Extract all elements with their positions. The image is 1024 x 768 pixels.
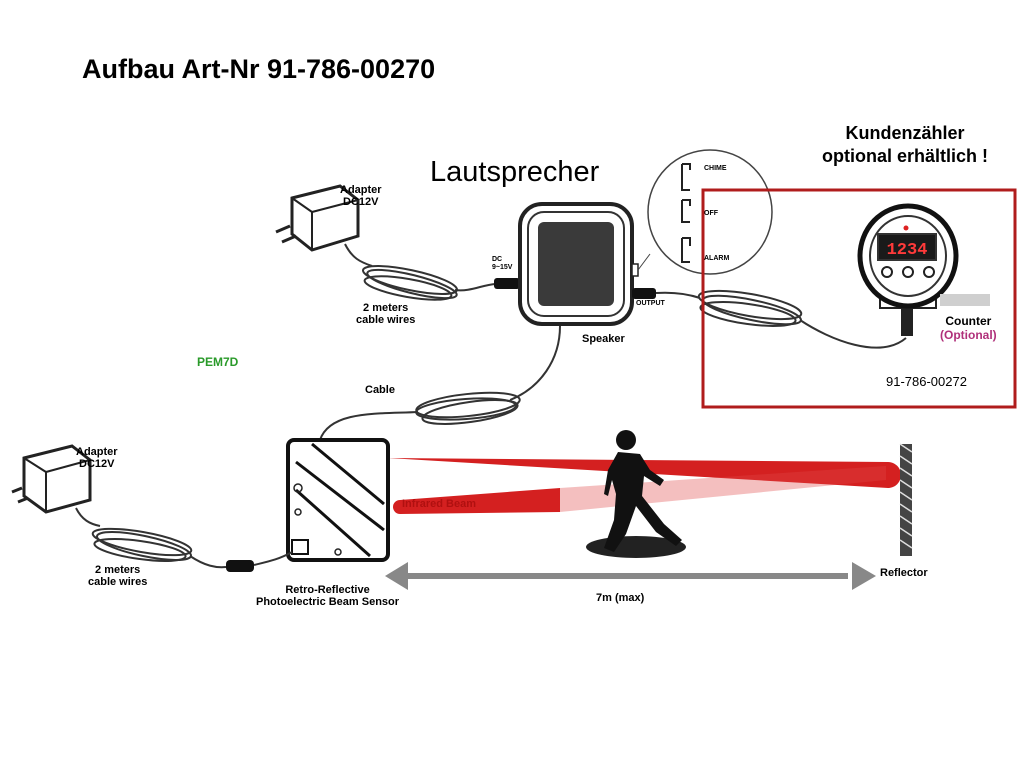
adapter-bottom-icon bbox=[11, 444, 92, 514]
switch-mode-alarm: ALARM bbox=[704, 255, 730, 262]
adapter-top-cable-label-2: cable wires bbox=[356, 314, 416, 326]
adapter-top-cable bbox=[344, 243, 496, 301]
adapter-bottom-cable bbox=[75, 507, 227, 569]
output-plug bbox=[632, 288, 656, 299]
infrared-beam-label: Infrared Beam bbox=[402, 498, 476, 510]
speaker-heading: Lautsprecher bbox=[430, 156, 600, 188]
counter-display: 1234 bbox=[887, 241, 928, 260]
adapter-top-label-1: Adapter bbox=[340, 184, 382, 196]
adapter-top-cable-label-1: 2 meters bbox=[363, 302, 409, 314]
optional-counter-box bbox=[701, 188, 1017, 409]
sensor-icon bbox=[286, 438, 390, 562]
counter-label-block: Counter (Optional) bbox=[940, 314, 997, 342]
person-icon bbox=[586, 430, 686, 558]
counter-optional-label: (Optional) bbox=[940, 328, 997, 342]
cable-label: Cable bbox=[365, 384, 395, 396]
counter-cable bbox=[655, 289, 907, 349]
adapter-bottom-label: Adapter DC12V bbox=[76, 446, 118, 470]
reflector-icon bbox=[899, 443, 913, 556]
sensor-label-1: Retro-Reflective bbox=[285, 584, 370, 596]
sensor-label: Retro-Reflective Photoelectric Beam Sens… bbox=[256, 584, 399, 608]
adapter-top-label-2: DC12V bbox=[343, 196, 379, 208]
dc-plug bbox=[494, 278, 520, 289]
counter-icon bbox=[857, 203, 959, 336]
sensor-cable bbox=[319, 325, 561, 441]
adapter-bottom-cable-label-1: 2 meters bbox=[95, 564, 141, 576]
reflector-label: Reflector bbox=[880, 567, 928, 579]
dc-label-1: DC bbox=[492, 256, 503, 263]
sensor-plug bbox=[226, 560, 254, 572]
dc-label-2: 9~15V bbox=[492, 264, 513, 271]
optional-note-line2: optional erhältlich ! bbox=[821, 146, 988, 166]
switch-zoom-icon bbox=[637, 149, 773, 275]
output-label: OUTPUT bbox=[636, 300, 665, 307]
adapter-top-icon bbox=[275, 184, 360, 252]
optional-note-line1: Kundenzähler bbox=[845, 123, 965, 143]
adapter-bottom-label-2: DC12V bbox=[79, 458, 115, 470]
model-label: PEM7D bbox=[197, 355, 239, 369]
adapter-top-cable-label: 2 meters cable wires bbox=[356, 302, 415, 326]
blurred-label bbox=[940, 294, 990, 306]
adapter-bottom-cable-label: 2 meters cable wires bbox=[88, 564, 147, 588]
counter-part-number: 91-786-00272 bbox=[886, 374, 967, 389]
sensor-label-2: Photoelectric Beam Sensor bbox=[256, 596, 400, 608]
switch-mode-off: OFF bbox=[704, 210, 718, 217]
optional-note: Kundenzähler optional erhältlich ! bbox=[800, 122, 1010, 168]
page-title: Aufbau Art-Nr 91-786-00270 bbox=[82, 54, 436, 84]
adapter-bottom-cable-label-2: cable wires bbox=[88, 576, 148, 588]
adapter-bottom-label-1: Adapter bbox=[76, 446, 118, 458]
distance-label: 7m (max) bbox=[596, 592, 645, 604]
switch-mode-chime: CHIME bbox=[704, 165, 727, 172]
speaker-icon bbox=[518, 202, 639, 326]
counter-label: Counter bbox=[945, 314, 992, 328]
distance-arrow bbox=[385, 562, 876, 590]
speaker-label: Speaker bbox=[582, 333, 625, 345]
adapter-top-label: Adapter DC12V bbox=[340, 184, 382, 208]
dc-label: DC 9~15V bbox=[492, 256, 512, 272]
